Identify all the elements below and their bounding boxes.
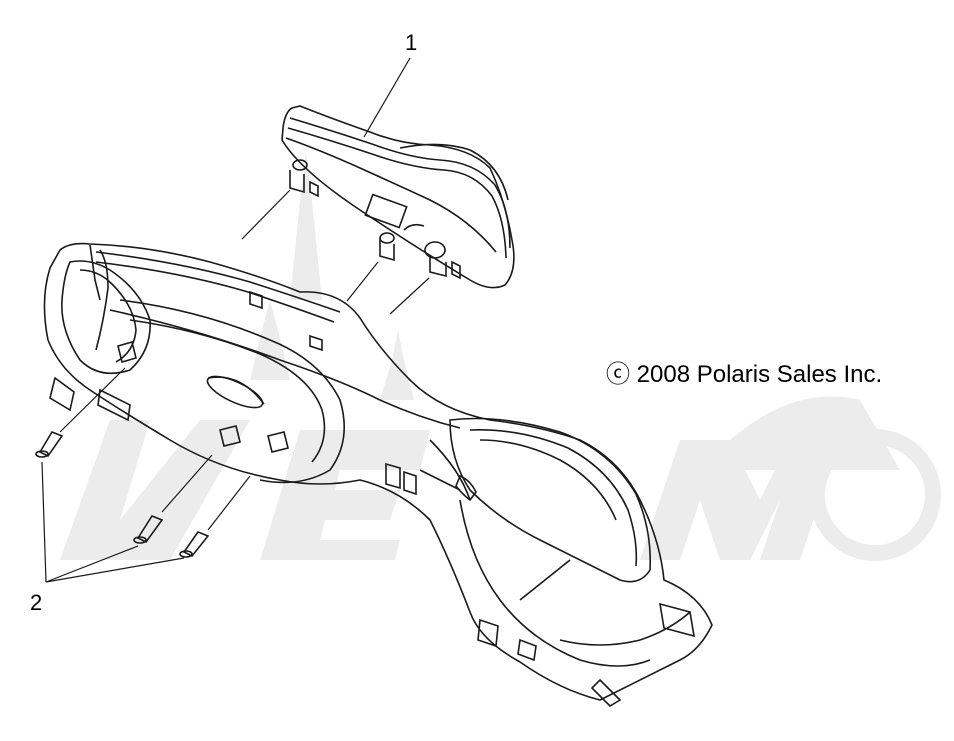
pin-2 [133, 515, 164, 544]
callout-1-label: 1 [405, 30, 418, 55]
pin-3 [179, 531, 210, 558]
instrument-housing [43, 242, 713, 708]
pins [35, 431, 210, 558]
leader-lines-1 [241, 57, 430, 315]
watermark [60, 150, 941, 561]
copyright-notice: ⓒ 2008 Polaris Sales Inc. [606, 361, 883, 388]
leader-lines-2 [41, 367, 251, 583]
callout-2-label: 2 [30, 590, 43, 615]
pin-1 [35, 431, 64, 458]
instrument-cluster [281, 105, 515, 289]
